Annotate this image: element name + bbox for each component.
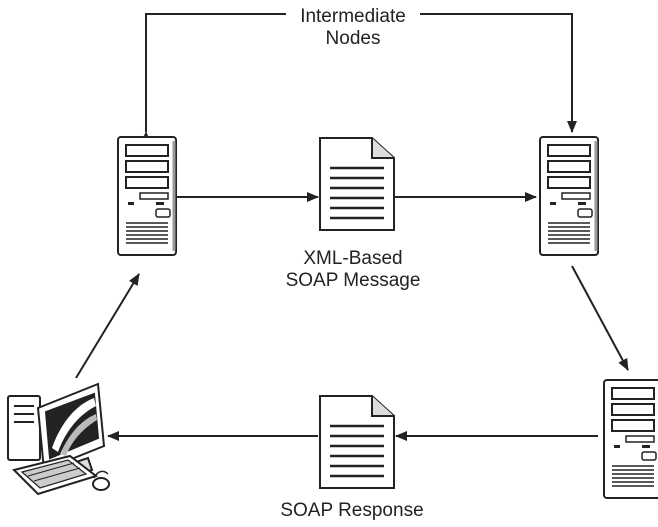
- soap-response-label: SOAP Response: [262, 500, 442, 522]
- xml-message-label-line2: SOAP Message: [285, 270, 421, 291]
- intermediate-nodes-label-line2: Nodes: [325, 28, 381, 49]
- xml-message-label: XML-Based SOAP Message: [268, 248, 438, 292]
- intermediate-nodes-label-line1: Intermediate: [300, 6, 406, 27]
- soap-response-label-text: SOAP Response: [280, 500, 424, 521]
- arrow-client-to-left-server: [75, 273, 140, 379]
- desktop-computer-icon: [7, 382, 110, 496]
- tower-server-icon: [538, 135, 600, 257]
- xml-message-label-line1: XML-Based: [303, 248, 403, 269]
- document-icon: [318, 136, 396, 232]
- tower-server-icon: [116, 135, 178, 257]
- intermediate-nodes-label: Intermediate Nodes: [286, 6, 420, 50]
- document-icon: [318, 394, 396, 490]
- tower-server-icon: [602, 378, 658, 500]
- arrow-right-to-bottom-server: [571, 265, 629, 371]
